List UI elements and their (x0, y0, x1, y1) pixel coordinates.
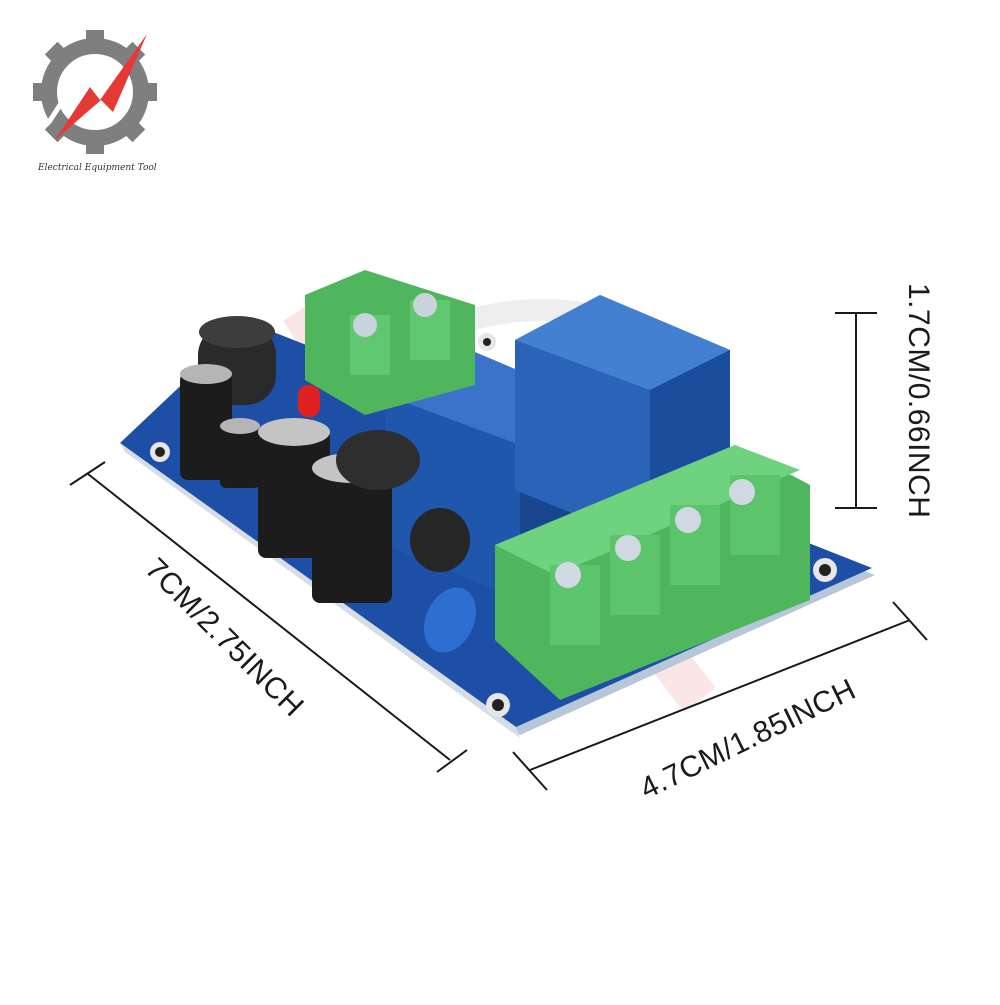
mounting-hole (478, 333, 496, 351)
inductor (410, 508, 470, 572)
capacitor (180, 364, 232, 480)
length-dimension-line (69, 461, 468, 773)
red-led (298, 385, 320, 417)
mounting-hole (813, 558, 837, 582)
mounting-hole (486, 693, 510, 717)
ceramic-capacitor (423, 587, 477, 653)
height-dimension-label: 1.7CM/0.66INCH (902, 283, 935, 519)
terminal-block-back (305, 270, 475, 415)
width-dimension-line (512, 601, 928, 791)
capacitor (220, 418, 260, 488)
mounting-hole (150, 442, 170, 462)
brand-name: Electrical Equipment Tool (38, 163, 157, 173)
inductor (336, 430, 420, 490)
gear-lightning-icon (33, 30, 157, 154)
terminal-block-front (495, 445, 810, 700)
height-dimension-line (835, 312, 877, 509)
